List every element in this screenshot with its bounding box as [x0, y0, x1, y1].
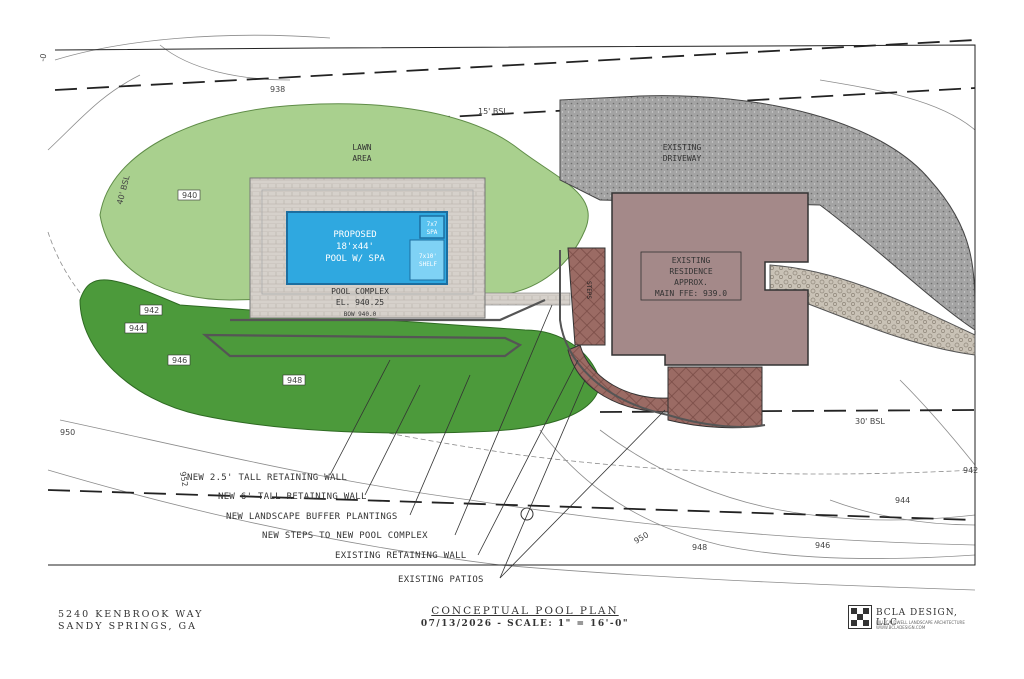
callout-buffer-plantings: NEW LANDSCAPE BUFFER PLANTINGS — [226, 512, 398, 522]
driveway — [559, 95, 976, 331]
callout-existing-wall: EXISTING RETAINING WALL — [335, 551, 467, 561]
contour-label-942: 942 — [144, 306, 159, 315]
contour-label-942b: 942 — [963, 466, 978, 475]
title-block-plan: CONCEPTUAL POOL PLAN 07/13/2026 - SCALE:… — [400, 605, 650, 629]
existing-residence — [611, 192, 809, 366]
tree-symbol — [520, 507, 534, 521]
contour-label-948b: 948 — [692, 543, 707, 552]
pool-complex-label-2: EL. 940.25 — [336, 298, 384, 307]
new-retaining-walls — [201, 298, 546, 358]
bow-label: BOW 940.0 — [344, 311, 377, 318]
driveway-label-1: EXISTING — [663, 143, 702, 152]
residence-label-2: RESIDENCE — [669, 267, 713, 276]
address-line-1: 5240 KENBROOK WAY — [58, 609, 204, 620]
pool-label-1: PROPOSED — [333, 230, 376, 240]
firm-subtitle: BILL CALDWELL LANDSCAPE ARCHITECTURE WWW… — [876, 620, 981, 630]
spa-label-2: SPA — [427, 229, 438, 236]
pool-complex-label-1: POOL COMPLEX — [331, 287, 389, 296]
callout-existing-patios: EXISTING PATIOS — [398, 575, 484, 585]
firm-logo-icon — [848, 605, 872, 629]
residence-label-1: EXISTING — [672, 256, 711, 265]
sun-shelf — [409, 239, 445, 281]
contour-label-938: 938 — [270, 85, 285, 94]
setback-label-30: 30' BSL — [855, 417, 885, 426]
steps-label: STEPS — [585, 281, 592, 299]
firm-logo-block: BCLA DESIGN, LLC BILL CALDWELL LANDSCAPE… — [848, 605, 978, 635]
residence-label-4: MAIN FFE: 939.0 — [655, 289, 727, 298]
contour-lines — [47, 34, 976, 591]
lawn-label-1: LAWN — [352, 143, 371, 152]
plan-date-scale: 07/13/2026 - SCALE: 1" = 16'-0" — [420, 619, 630, 629]
contour-label-940: 940 — [182, 191, 197, 200]
contour-label-950: 950 — [60, 428, 75, 437]
callout-new-2-5-wall: NEW 2.5' TALL RETAINING WALL — [187, 473, 347, 483]
connecting-walk — [484, 292, 571, 306]
shelf-label-2: SHELF — [419, 261, 437, 268]
title-block-address: 5240 KENBROOK WAY SANDY SPRINGS, GA — [58, 609, 203, 633]
address-line-2: SANDY SPRINGS, GA — [58, 621, 197, 632]
existing-retaining-wall — [559, 250, 766, 428]
contour-label-edge: -0 — [38, 53, 48, 62]
pool-label-3: POOL W/ SPA — [325, 254, 385, 264]
contour-label-946b: 946 — [815, 541, 830, 550]
callout-new-steps: NEW STEPS TO NEW POOL COMPLEX — [262, 531, 428, 541]
callout-leaders — [329, 304, 666, 579]
spa-label-1: 7x7 — [427, 221, 438, 228]
contour-label-948: 948 — [287, 376, 302, 385]
contour-label-boxes — [124, 189, 306, 386]
pool-label-2: 18'x44' — [336, 242, 374, 252]
callout-new-6-wall: NEW 6' TALL RETAINING WALL — [218, 492, 367, 502]
firm-web: WWW.BCLADESIGN.COM — [876, 625, 926, 630]
contour-label-952: 952 — [178, 471, 190, 488]
firm-sub-line: BILL CALDWELL LANDSCAPE ARCHITECTURE — [876, 620, 965, 625]
contour-label-950b: 950 — [633, 530, 651, 545]
residence-label-3: APPROX. — [674, 278, 708, 287]
firm-name: BCLA DESIGN, LLC — [876, 608, 958, 628]
existing-patio-steps — [567, 247, 606, 346]
driveway-label-2: DRIVEWAY — [663, 154, 702, 163]
spa — [419, 215, 445, 239]
contour-label-946: 946 — [172, 356, 187, 365]
stone-walkway — [769, 264, 976, 356]
setback-label-15: 15' BSL — [478, 107, 508, 116]
shelf-label-1: 7x10' — [419, 253, 437, 260]
existing-walkway-curve — [567, 344, 669, 413]
lawn-label-2: AREA — [352, 154, 371, 163]
contour-label-944b: 944 — [895, 496, 910, 505]
plan-title: CONCEPTUAL POOL PLAN — [431, 605, 619, 617]
contour-label-944: 944 — [129, 324, 144, 333]
